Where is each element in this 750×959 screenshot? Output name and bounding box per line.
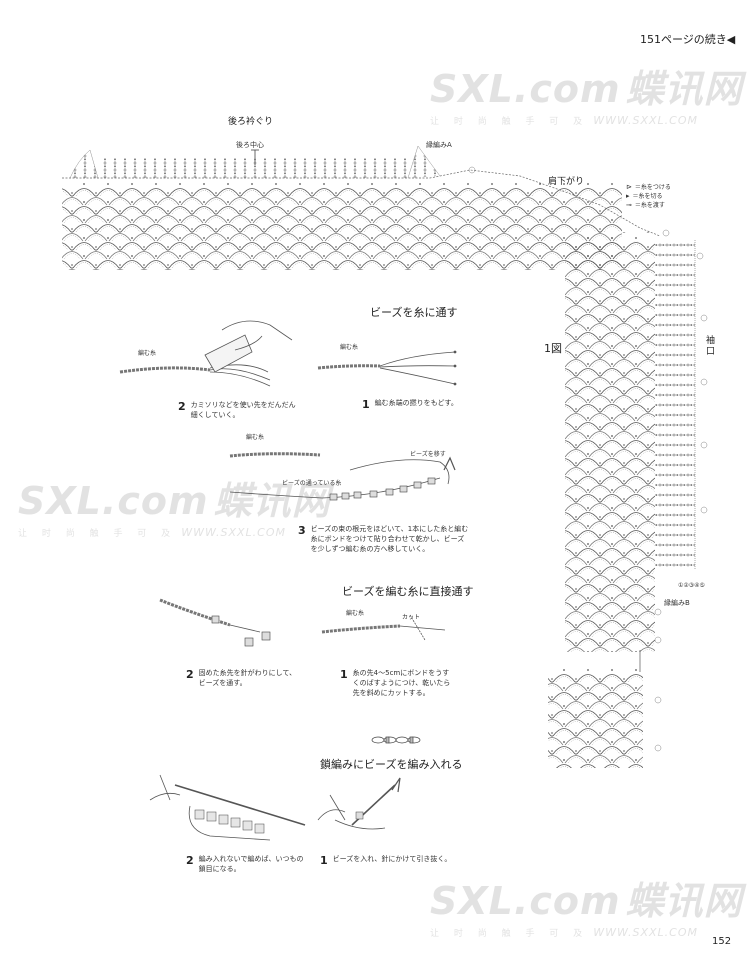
step-text: カミソリなどを使い先をだんだん細くしていく。 (190, 401, 296, 419)
step-text: ビーズを入れ、針にかけて引き抜く。 (332, 855, 452, 863)
step-number: 2 (186, 854, 194, 867)
illustration-razor-thread (119, 320, 293, 387)
lower-fan-pattern (548, 650, 643, 768)
row-markers (468, 166, 708, 752)
step-1-bead-chain: 1 ビーズを入れ、針にかけて引き抜く。 (320, 854, 470, 867)
back-neck-edging (69, 145, 441, 179)
step-1-untwist: 1 編む糸端の撚りをもどす。 (362, 398, 512, 411)
step-number: 2 (186, 668, 194, 681)
illustration-chain-no-bead (149, 774, 306, 841)
join-yarn-icon: ⊳ (626, 182, 632, 191)
label-d1-cut: カット (402, 614, 421, 621)
step-1-cut-thread: 1 糸の先4〜5cmにボンドをうすくのばすようにつけ、乾いたら先を斜めにカットす… (340, 668, 470, 698)
label-shoulder-slope: 肩下がり (548, 177, 585, 187)
continued-text: 151ページの続き (640, 33, 727, 46)
label-sleeve: 袖口 (706, 336, 716, 357)
symbol-legend: ⊳＝糸をつける ▸＝糸を切る ⊸＝糸を渡す (626, 182, 671, 210)
section-thread-beads: ビーズを糸に通す (370, 306, 458, 319)
label-s1-yarn: 編む糸 (340, 344, 359, 351)
back-body-fan-pattern (62, 169, 661, 270)
step-number: 2 (178, 400, 186, 413)
label-s3-yarn: 編む糸 (246, 434, 265, 441)
label-back-neck: 後ろ衿ぐり (228, 117, 274, 127)
triangle-left-icon: ◀ (726, 33, 736, 46)
step-number: 1 (362, 398, 370, 411)
legend-row: ⊳＝糸をつける (626, 182, 671, 192)
step-text: ビーズの束の根元をほどいて、1本にした糸と編む糸にボンドをつけて貼り合わせて乾か… (310, 525, 469, 553)
legend-text: ＝糸を切る (632, 193, 663, 200)
step-2-bead-needle: 2 固めた糸先を針がわりにして、ビーズを通す。 (186, 668, 326, 688)
label-stitch-counts: ①②③④⑤ (678, 582, 705, 589)
step-text: 編み入れないで編めば、いつもの鎖目になる。 (198, 855, 304, 873)
illustration-untwist-thread (317, 350, 457, 386)
legend-text: ＝糸を渡す (634, 202, 665, 209)
legend-text: ＝糸をつける (634, 184, 671, 191)
step-text: 固めた糸先を針がわりにして、ビーズを通す。 (198, 669, 297, 687)
step-number: 3 (298, 524, 306, 537)
label-figure: 1図 (544, 342, 562, 355)
front-body-fan-pattern (565, 232, 655, 652)
illustration-chain-with-bead (317, 777, 401, 830)
legend-row: ▸＝糸を切る (626, 191, 671, 201)
carry-yarn-icon: ⊸ (626, 200, 632, 209)
section-direct-beads: ビーズを編む糸に直接通す (342, 585, 474, 598)
step-2-razor: 2 カミソリなどを使い先をだんだん細くしていく。 (178, 400, 328, 420)
label-back-center: 後ろ中心 (236, 141, 264, 149)
section-chain-beads: 鎖編みにビーズを編み入れる (320, 758, 463, 771)
illustration-cut-thread (321, 614, 446, 641)
legend-row: ⊸＝糸を渡す (626, 200, 671, 210)
illustration-bead-on-needle (159, 598, 271, 647)
label-s3-move: ビーズを移す (410, 451, 446, 458)
label-edging-b: 縁編みB (664, 599, 690, 607)
label-s3-bead-thread: ビーズの通っている糸 (282, 480, 342, 487)
chain-beads-icon (371, 736, 421, 744)
step-text: 糸の先4〜5cmにボンドをうすくのばすようにつけ、乾いたら先を斜めにカットする。 (352, 669, 451, 697)
illustration-transfer-beads (229, 452, 456, 501)
cut-yarn-icon: ▸ (626, 191, 630, 200)
label-s2-yarn: 編む糸 (138, 350, 157, 357)
step-number: 1 (320, 854, 328, 867)
sleeve-edging (655, 240, 696, 570)
step-2-plain-chain: 2 編み入れないで編めば、いつもの鎖目になる。 (186, 854, 336, 874)
step-text: 編む糸端の撚りをもどす。 (374, 399, 458, 407)
step-number: 1 (340, 668, 348, 681)
label-edging-a: 縁編みA (426, 141, 452, 149)
page-number: 152 (712, 936, 732, 947)
label-d1-yarn: 編む糸 (346, 610, 365, 617)
page-header: 151ページの続き◀ (640, 31, 735, 47)
step-3-transfer: 3 ビーズの束の根元をほどいて、1本にした糸と編む糸にボンドをつけて貼り合わせて… (298, 524, 478, 554)
